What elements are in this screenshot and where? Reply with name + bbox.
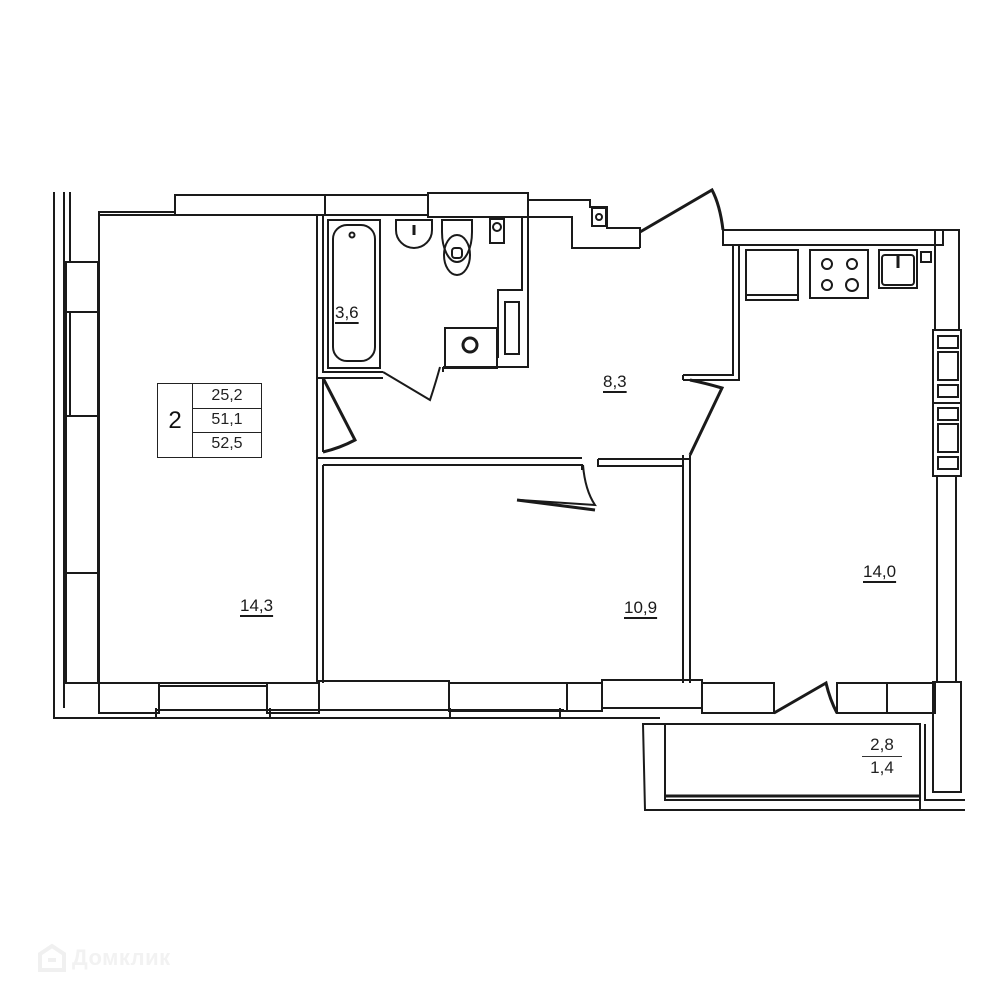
room-label-bathroom: 3,6 xyxy=(335,303,359,322)
balcony-area: 2,8 xyxy=(862,736,902,757)
room-label-kitchen: 14,0 xyxy=(863,562,897,581)
apartment-summary-table: 2 25,2 51,1 52,5 xyxy=(157,383,262,458)
balcony-reduced-area: 1,4 xyxy=(870,758,894,777)
balcony-label: 2,8 1,4 xyxy=(862,736,902,777)
domclick-logo-icon xyxy=(38,943,66,972)
room-label-bedroom: 10,9 xyxy=(624,598,658,617)
room-label-living-room: 14,3 xyxy=(240,596,274,615)
rooms-count: 2 xyxy=(158,384,193,457)
room-label-hallway: 8,3 xyxy=(603,372,627,391)
watermark-text: Домклик xyxy=(72,945,171,970)
living-area-value: 25,2 xyxy=(193,384,261,409)
total-area-value: 51,1 xyxy=(193,408,261,433)
watermark: Домклик xyxy=(36,942,171,974)
total-area-with-balcony-value: 52,5 xyxy=(211,435,243,452)
